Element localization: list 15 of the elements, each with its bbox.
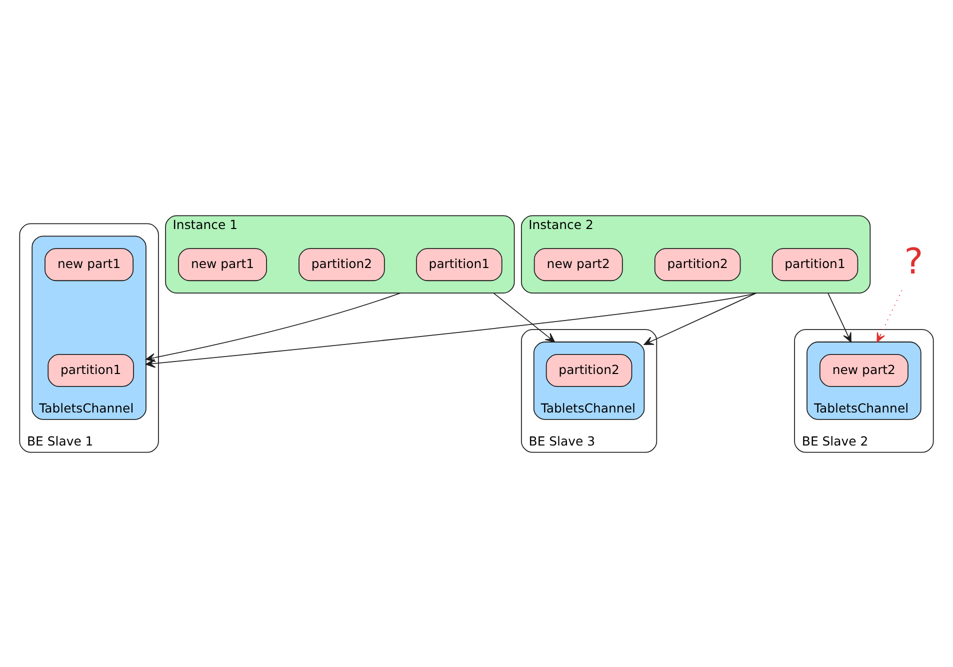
node-box: new part1: [44, 248, 134, 281]
node-box: partition1: [416, 248, 502, 281]
node-box: partition1: [772, 248, 858, 281]
node-box: partition1: [48, 354, 134, 386]
arrow: [828, 292, 852, 342]
node-box: new part2: [819, 354, 908, 386]
node-box: partition2: [654, 248, 741, 281]
node-box: partition2: [546, 354, 632, 386]
arrow: [493, 292, 556, 342]
node-box: partition2: [298, 248, 385, 281]
node-text: ?: [904, 241, 924, 282]
node-box: new part1: [178, 248, 267, 281]
arrow: [876, 289, 902, 342]
node-box: new part2: [534, 248, 623, 281]
arrow: [644, 292, 757, 344]
